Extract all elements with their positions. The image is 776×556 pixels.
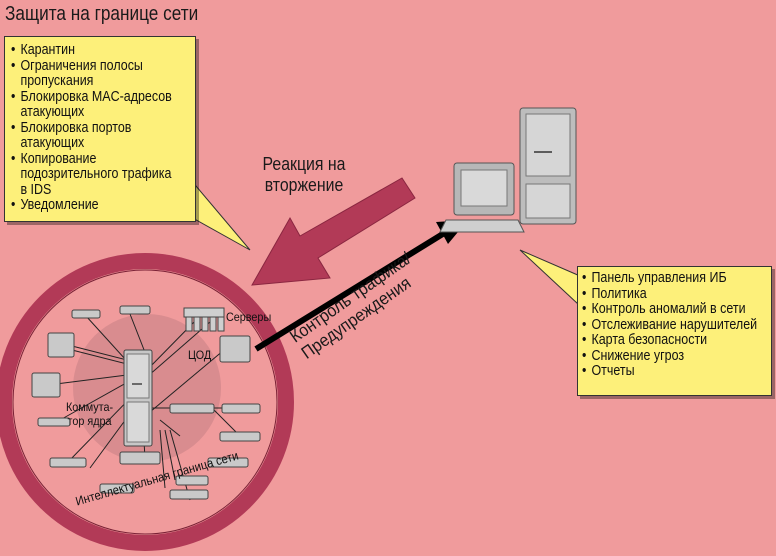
response-action-item: Карантин xyxy=(11,42,169,59)
core-switch xyxy=(123,349,153,447)
security-console-list: Панель управления ИБПолитикаКонтроль ано… xyxy=(582,270,771,380)
response-action-item: в IDS xyxy=(20,181,52,198)
response-action-item: Уведомление xyxy=(11,197,169,214)
response-action-item: Блокировка MAC-адресов xyxy=(11,89,172,106)
management-workstation xyxy=(439,107,577,233)
core-switch-label-line-2: тор ядра xyxy=(67,414,112,428)
perimeter-inner-edge xyxy=(12,269,278,535)
diagram-title: Защита на границе сети xyxy=(5,3,199,25)
response-action-item: атакующих xyxy=(20,135,85,151)
reaction-arrow xyxy=(251,177,416,286)
response-action-item: атакующих xyxy=(20,104,85,120)
core-switch-label: Коммута- тор ядра xyxy=(66,400,113,428)
security-console-item: Политика xyxy=(582,286,745,303)
response-action-item: пропускания xyxy=(20,73,94,89)
response-actions-callout: КарантинОграничения полосыпропусканияБло… xyxy=(4,36,196,222)
response-action-item: Копирование xyxy=(11,151,169,168)
edge-devices xyxy=(31,305,261,500)
core-switch-label-line-1: Коммута- xyxy=(66,400,114,414)
security-console-callout: Панель управления ИБПолитикаКонтроль ано… xyxy=(577,266,772,396)
response-actions-list: КарантинОграничения полосыпропусканияБло… xyxy=(11,42,195,214)
security-console-item: Снижение угроз xyxy=(582,348,745,365)
data-center-servers xyxy=(183,307,225,332)
security-console-item: Панель управления ИБ xyxy=(582,270,745,287)
security-console-item: Контроль аномалий в сети xyxy=(582,301,746,318)
response-action-item: подозрительного трафика xyxy=(20,166,172,182)
right-callout-pointer xyxy=(519,249,581,306)
servers-label: Серверы xyxy=(226,310,272,324)
reaction-label: Реакция на вторжение xyxy=(255,154,354,196)
reaction-label-line-2: вторжение xyxy=(264,175,344,195)
reaction-label-line-1: Реакция на xyxy=(262,154,346,174)
data-center-label: ЦОД xyxy=(188,348,212,362)
security-console-item: Карта безопасности xyxy=(582,332,745,349)
response-action-item: Ограничения полосы xyxy=(11,58,169,75)
response-action-item: Блокировка портов xyxy=(11,120,169,137)
security-console-item: Отчеты xyxy=(582,363,745,380)
security-console-item: Отслеживание нарушителей xyxy=(582,317,757,334)
